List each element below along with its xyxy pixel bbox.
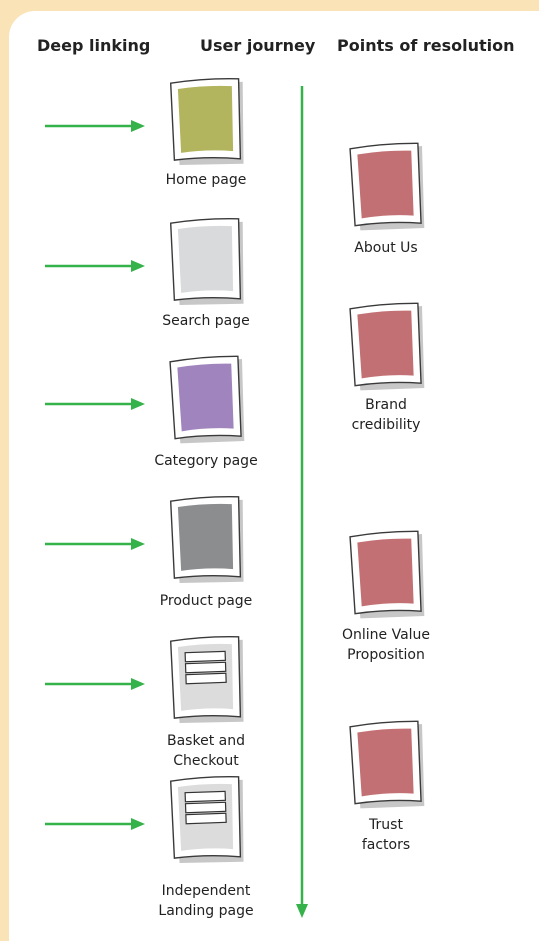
resolution-online-value-proposition-page-icon bbox=[349, 530, 425, 619]
deep-link-arrowhead bbox=[131, 398, 145, 410]
resolution-brand-credibility-label: Brand credibility bbox=[306, 395, 466, 435]
deep-link-arrowhead bbox=[131, 818, 145, 830]
resolution-brand-credibility-page-icon bbox=[349, 302, 425, 391]
journey-independent-landing-page-page-icon bbox=[169, 776, 244, 863]
journey-category-page-label-line: Category page bbox=[154, 453, 258, 469]
journey-search-page-page-icon bbox=[169, 218, 244, 305]
resolution-brand-credibility-label-line: Brand bbox=[365, 397, 407, 413]
journey-product-page-label: Product page bbox=[126, 591, 286, 611]
resolution-brand-credibility-label-line: credibility bbox=[351, 417, 421, 433]
deep-link-arrowhead bbox=[131, 260, 145, 272]
resolution-trust-factors-label-line: Trust bbox=[369, 817, 403, 833]
deep-link-arrowhead bbox=[131, 120, 145, 132]
resolution-online-value-proposition-label-line: Online Value bbox=[341, 627, 431, 643]
resolution-trust-factors-label: Trust factors bbox=[306, 815, 466, 855]
journey-independent-landing-page-form-field bbox=[184, 801, 227, 814]
journey-basket-and-checkout-form-field bbox=[184, 661, 227, 674]
journey-basket-and-checkout-label-line: Basket and bbox=[167, 733, 245, 749]
resolution-about-us-label: About Us bbox=[306, 238, 466, 258]
journey-independent-landing-page-form-field bbox=[184, 790, 227, 803]
user-journey-arrowhead bbox=[296, 904, 308, 918]
journey-basket-and-checkout-page-icon bbox=[169, 636, 244, 723]
journey-product-page-page-icon bbox=[169, 496, 244, 583]
diagram-panel bbox=[9, 11, 539, 941]
deep-link-arrowhead bbox=[131, 538, 145, 550]
resolution-trust-factors-page-icon bbox=[349, 720, 425, 809]
journey-home-page-label-line: Home page bbox=[165, 172, 247, 188]
journey-product-page-label-line: Product page bbox=[159, 593, 253, 609]
journey-independent-landing-page-label-line: Landing page bbox=[158, 903, 254, 919]
journey-home-page-label: Home page bbox=[126, 170, 286, 190]
journey-basket-and-checkout-form-field bbox=[184, 650, 227, 663]
journey-independent-landing-page-form-field bbox=[185, 812, 227, 825]
journey-search-page-label-line: Search page bbox=[162, 313, 250, 329]
resolution-about-us-label-line: About Us bbox=[354, 240, 418, 256]
journey-category-page-label: Category page bbox=[126, 451, 286, 471]
resolution-online-value-proposition-label-line: Proposition bbox=[347, 647, 425, 663]
journey-independent-landing-page-label-line: Independent bbox=[161, 883, 251, 899]
resolution-about-us-page-icon bbox=[349, 142, 425, 231]
journey-basket-and-checkout-form-field bbox=[185, 672, 227, 685]
journey-search-page-label: Search page bbox=[126, 311, 286, 331]
journey-category-page-page-icon bbox=[169, 355, 245, 444]
heading-user-journey: User journey bbox=[200, 36, 316, 55]
journey-home-page-page-icon bbox=[169, 78, 244, 165]
journey-basket-and-checkout-label-line: Checkout bbox=[173, 753, 239, 769]
resolution-trust-factors-label-line: factors bbox=[361, 837, 411, 853]
deep-link-arrowhead bbox=[131, 678, 145, 690]
heading-points-of-resolution: Points of resolution bbox=[337, 36, 515, 55]
heading-deep-linking: Deep linking bbox=[37, 36, 151, 55]
